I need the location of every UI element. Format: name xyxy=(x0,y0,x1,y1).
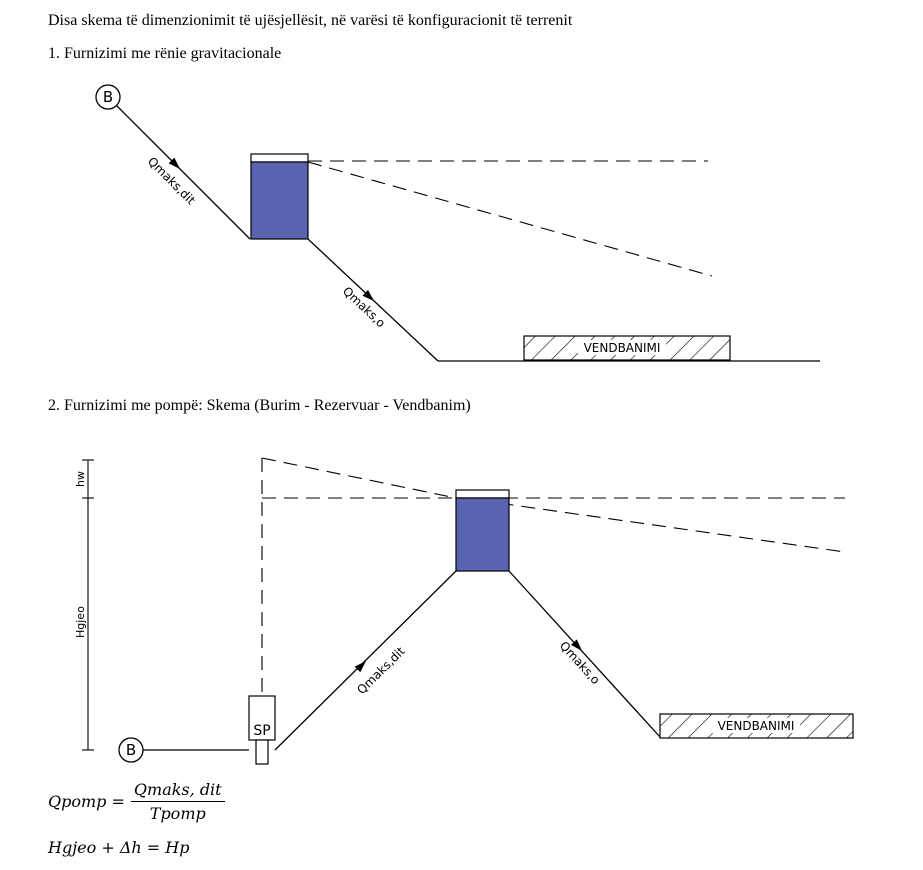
s2-tank xyxy=(455,497,510,572)
s2-settlement-label: VENDBANIMI xyxy=(718,719,795,733)
s2-pump-label: SP xyxy=(253,723,270,739)
section1-heading: 1. Furnizimi me rënie gravitacionale xyxy=(48,45,282,62)
s1-tank-top xyxy=(250,153,309,163)
formula-pump-head: Hgjeo + Δh = Hp xyxy=(48,838,190,857)
section2-diagram: hw Hgjeo B SP Qmaks,dit xyxy=(74,457,854,765)
s1-hydraulic-gradient-line xyxy=(307,161,713,277)
s2-pump-base xyxy=(255,739,269,765)
s2-outflow-label: Qmaks,o xyxy=(557,639,603,688)
formula-pump-flow-denominator: Tpomp xyxy=(149,804,206,823)
s2-tank-top xyxy=(455,489,510,499)
s2-hw-label: hw xyxy=(74,471,87,487)
s1-outflow-arrow-icon xyxy=(362,289,374,301)
s1-tank xyxy=(250,161,309,240)
section2-heading: 2. Furnizimi me pompë: Skema (Burim - Re… xyxy=(48,397,471,414)
s2-pressure-arrow-icon xyxy=(354,661,366,673)
formula-pump-flow-numerator: Qmaks, dit xyxy=(130,780,225,802)
s1-inflow-pipe xyxy=(116,105,251,240)
s2-hydraulic-gradient-line xyxy=(455,496,846,553)
s1-settlement-label-bg xyxy=(578,340,666,355)
s1-inflow-arrow-icon xyxy=(168,157,180,169)
s2-source-label: B xyxy=(126,741,136,759)
s2-pump-gradient-line xyxy=(261,457,457,499)
formula-pump-flow: Qpomp = Qmaks, dit Tpomp xyxy=(48,780,225,823)
s2-outflow-arrow-icon xyxy=(570,639,582,651)
formula-pump-flow-fraction: Qmaks, dit Tpomp xyxy=(130,780,225,823)
s2-settlement-label-bg xyxy=(712,718,800,733)
s2-hgjeo-label: Hgjeo xyxy=(74,606,87,638)
s2-pressure-pipe xyxy=(274,570,457,751)
s1-source-circle xyxy=(95,84,121,110)
s1-source-label: B xyxy=(103,88,113,106)
s2-outflow-pipe xyxy=(508,570,661,738)
s2-inflow-label: Qmaks,dit xyxy=(354,644,408,697)
s1-settlement-label: VENDBANIMI xyxy=(584,341,661,355)
page-title: Disa skema të dimenzionimit të ujësjellë… xyxy=(48,12,573,29)
formula-pump-flow-lhs: Qpomp = xyxy=(48,792,125,811)
section1-diagram: B Qmaks,dit Qmaks,o VENDBANIMI xyxy=(95,84,820,362)
